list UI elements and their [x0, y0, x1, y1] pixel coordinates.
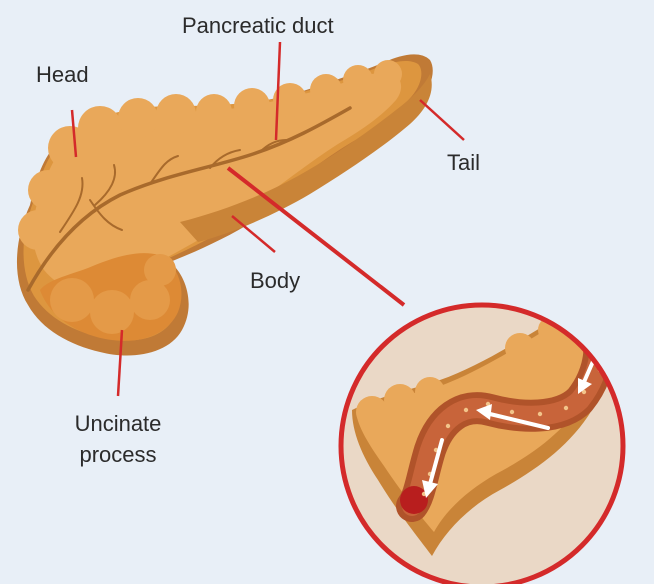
tail-leader	[420, 100, 464, 140]
zoom-circle	[341, 305, 623, 584]
label-pancreatic-duct: Pancreatic duct	[182, 13, 334, 39]
label-uncinate-line2: process	[52, 439, 184, 470]
pancreas-organ	[17, 54, 433, 355]
label-head: Head	[36, 62, 89, 88]
label-body: Body	[250, 268, 300, 294]
label-tail: Tail	[447, 150, 480, 176]
label-uncinate-line1: Uncinate	[52, 408, 184, 439]
label-uncinate-process: Uncinate process	[52, 408, 184, 470]
zoom-duct-end	[400, 486, 428, 514]
